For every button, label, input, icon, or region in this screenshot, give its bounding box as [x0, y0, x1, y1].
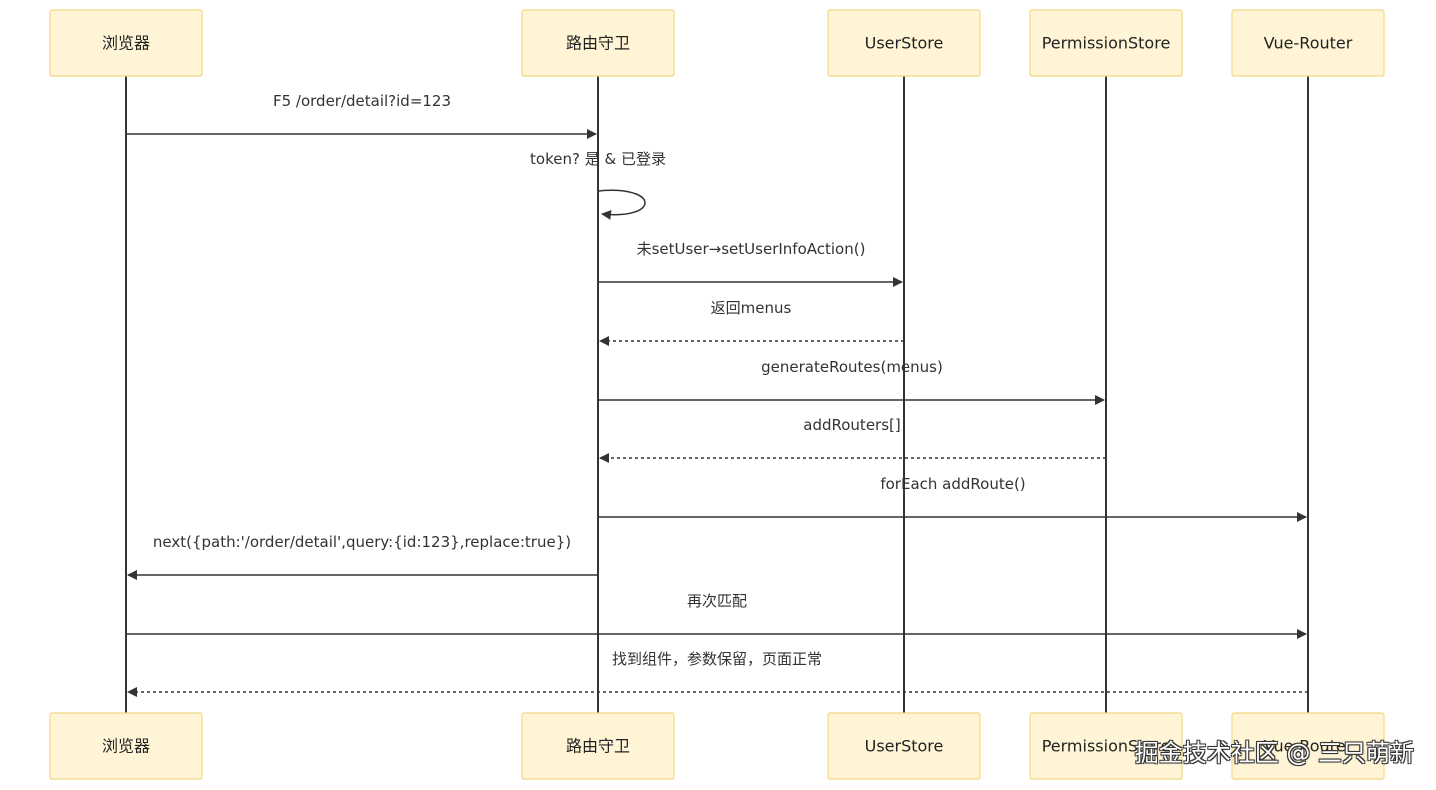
- message-label: 再次匹配: [687, 592, 747, 610]
- participant-box: [49, 712, 203, 780]
- participant-bottom-userstore: UserStore: [827, 712, 981, 780]
- participant-top-browser: 浏览器: [49, 9, 203, 77]
- message-label: forEach addRoute(): [880, 475, 1025, 493]
- message-9: 再次匹配: [126, 592, 1307, 639]
- participant-box: [827, 712, 981, 780]
- participant-top-guard: 路由守卫: [521, 9, 675, 77]
- message-label: next({path:'/order/detail',query:{id:123…: [153, 533, 571, 551]
- participant-label: Vue-Router: [1264, 737, 1353, 756]
- message-4: 返回menus: [599, 299, 904, 346]
- message-label: token? 是 & 已登录: [530, 150, 666, 168]
- message-3: 未setUser→setUserInfoAction(): [598, 240, 903, 287]
- participant-bottom-guard: 路由守卫: [521, 712, 675, 780]
- participant-label: UserStore: [865, 737, 944, 756]
- participant-label: UserStore: [865, 34, 944, 53]
- message-label: generateRoutes(menus): [761, 358, 943, 376]
- participant-box: [49, 9, 203, 77]
- participant-bottom-vuerouter: Vue-Router: [1231, 712, 1385, 780]
- participant-label: 浏览器: [102, 737, 150, 756]
- message-8: next({path:'/order/detail',query:{id:123…: [127, 533, 598, 580]
- message-label: addRouters[]: [803, 416, 900, 434]
- watermark: 掘金技术社区 @ 三只萌新: [1134, 739, 1414, 767]
- message-label: 找到组件，参数保留，页面正常: [612, 650, 822, 668]
- participant-label: PermissionStore: [1042, 737, 1171, 756]
- participant-box: [1029, 9, 1183, 77]
- participant-box: [827, 9, 981, 77]
- message-5: generateRoutes(menus): [598, 358, 1105, 405]
- participant-box: [521, 9, 675, 77]
- message-2: token? 是 & 已登录: [530, 150, 666, 220]
- participant-top-vuerouter: Vue-Router: [1231, 9, 1385, 77]
- participant-label: 路由守卫: [566, 34, 630, 53]
- participant-box: [1231, 712, 1385, 780]
- participant-top-permissionstore: PermissionStore: [1029, 9, 1183, 77]
- message-label: 返回menus: [711, 299, 792, 317]
- participant-label: Vue-Router: [1264, 34, 1353, 53]
- message-arrow: [597, 189, 646, 220]
- message-label: 未setUser→setUserInfoAction(): [637, 240, 866, 258]
- participant-bottom-browser: 浏览器: [49, 712, 203, 780]
- message-10: 找到组件，参数保留，页面正常: [127, 650, 1308, 697]
- message-6: addRouters[]: [599, 416, 1106, 463]
- participant-bottom-permissionstore: PermissionStore: [1029, 712, 1183, 780]
- participant-label: 路由守卫: [566, 737, 630, 756]
- participant-box: [1029, 712, 1183, 780]
- message-1: F5 /order/detail?id=123: [126, 92, 597, 139]
- participant-box: [1231, 9, 1385, 77]
- participant-box: [521, 712, 675, 780]
- message-7: forEach addRoute(): [598, 475, 1307, 522]
- message-label: F5 /order/detail?id=123: [273, 92, 451, 110]
- participant-top-userstore: UserStore: [827, 9, 981, 77]
- participant-label: PermissionStore: [1042, 34, 1171, 53]
- participant-label: 浏览器: [102, 34, 150, 53]
